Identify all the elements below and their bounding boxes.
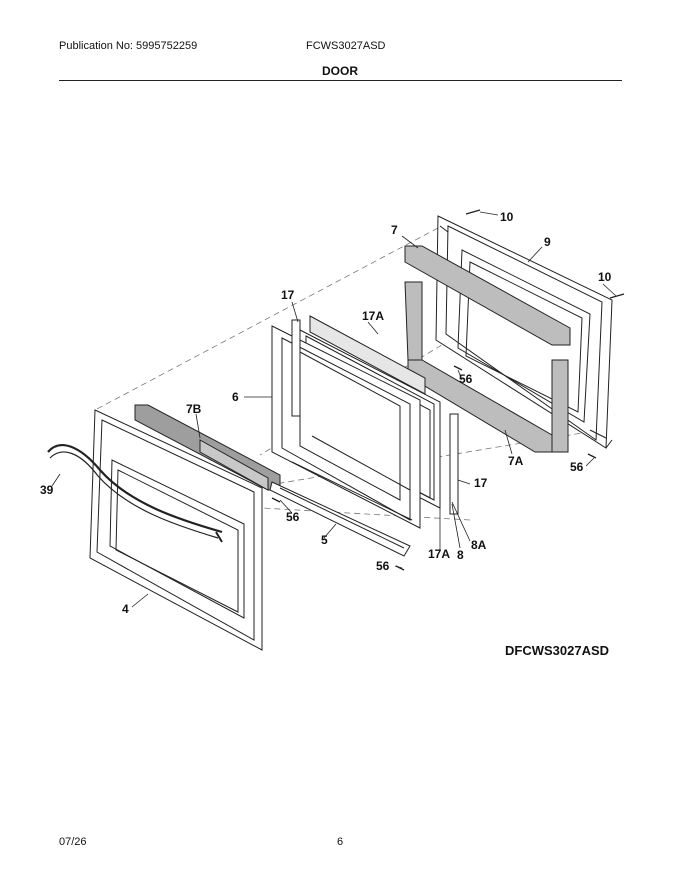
callout-56-right: 56 — [570, 460, 584, 474]
callout-56-upper: 56 — [459, 372, 473, 386]
callout-4: 4 — [122, 602, 129, 616]
callout-8: 8 — [457, 548, 464, 562]
callout-5: 5 — [321, 533, 328, 547]
callout-labels: 10 9 7 10 17 17A 56 6 7B 7A 56 39 17 56 … — [40, 210, 612, 616]
model-number: FCWS3027ASD — [306, 40, 386, 52]
callout-7A: 7A — [508, 454, 524, 468]
leader-lines — [51, 211, 617, 608]
header-rule — [59, 80, 622, 81]
outer-door-panel-part-4 — [89, 409, 263, 651]
door-liner-part-6 — [271, 325, 421, 529]
callout-7: 7 — [391, 223, 398, 237]
callout-7B: 7B — [186, 402, 202, 416]
publication-number: Publication No: 5995752259 — [59, 40, 198, 52]
gasket-part-7 — [404, 245, 571, 453]
callout-17A-bottom: 17A — [428, 547, 450, 561]
page-number: 6 — [337, 836, 344, 848]
callout-9: 9 — [544, 235, 551, 249]
callout-10-right: 10 — [598, 270, 612, 284]
side-bracket-part-17 — [291, 319, 459, 515]
section-title: DOOR — [322, 64, 358, 78]
vent-trim-part-5 — [269, 481, 411, 557]
callout-56-bottom: 56 — [376, 559, 390, 573]
callout-6: 6 — [232, 390, 239, 404]
inner-door-frame-part-9 — [435, 215, 613, 449]
callout-17-bottom: 17 — [474, 476, 488, 490]
callout-8A: 8A — [471, 538, 487, 552]
callout-17-top: 17 — [281, 288, 295, 302]
footer-date: 07/26 — [59, 836, 87, 848]
callout-17A-top: 17A — [362, 309, 384, 323]
callout-56-left: 56 — [286, 510, 300, 524]
handle-part-39 — [47, 444, 223, 543]
diagram-code: DFCWS3027ASD — [505, 643, 610, 658]
callout-10-top: 10 — [500, 210, 514, 224]
callout-39: 39 — [40, 483, 54, 497]
